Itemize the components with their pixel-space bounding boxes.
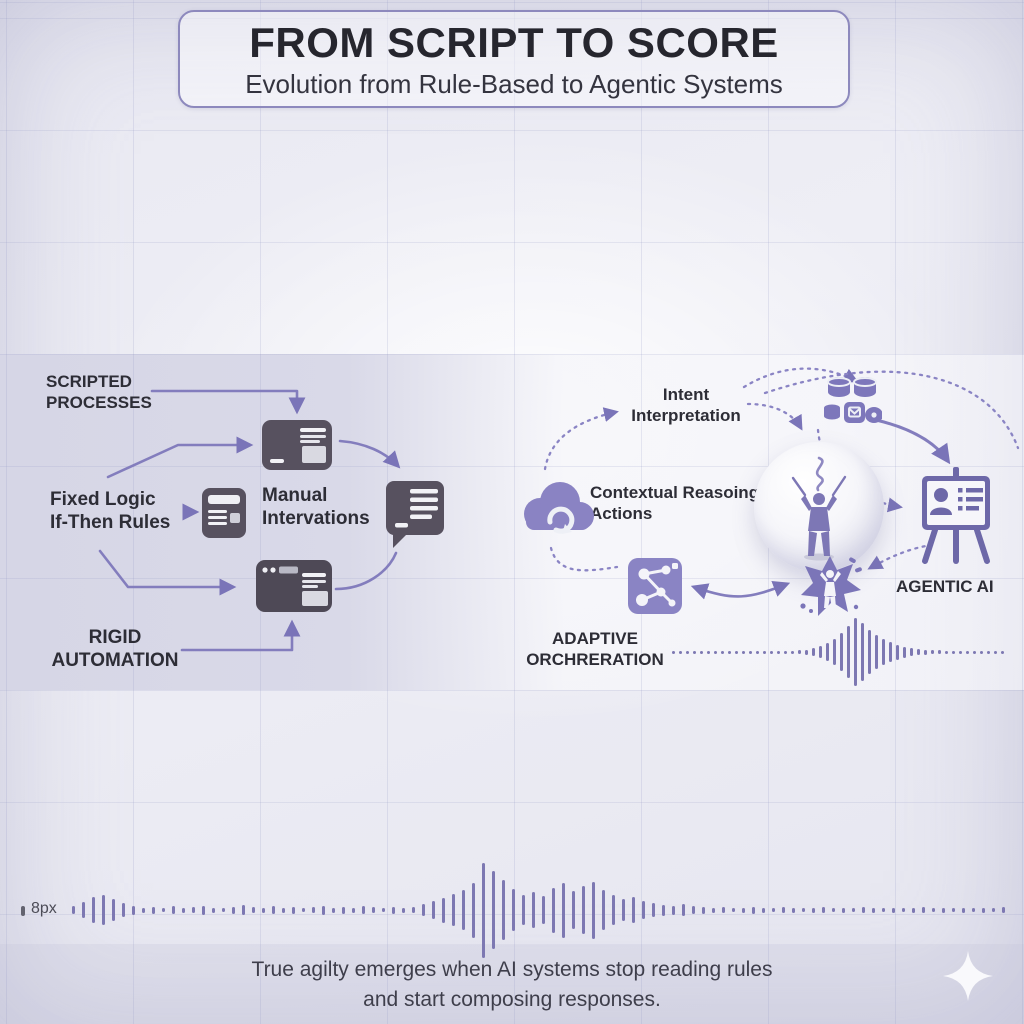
label-line: Manual: [262, 485, 328, 506]
label-line: RIGID: [88, 627, 142, 648]
sparkle-icon: [942, 950, 994, 1007]
label-line: Intervations: [262, 508, 370, 530]
page-subtitle: Evolution from Rule-Based to Agentic Sys…: [245, 68, 783, 99]
fixed-logic-label: Fixed Logic If-Then Rules: [50, 488, 170, 534]
cloud-sync-icon: [516, 472, 600, 549]
label-line: Fixed Logic: [50, 489, 156, 510]
scale-tick: [21, 906, 25, 916]
quote-line: True agilty emerges when AI systems stop…: [251, 958, 773, 981]
label-line: ORCHRERATION: [526, 649, 664, 669]
server-icon: [202, 488, 246, 543]
label-line: PROCESSES: [46, 392, 152, 412]
data-sources-icon: [820, 374, 883, 437]
bottom-waveform: [72, 860, 1005, 960]
intent-interpretation-label: Intent Interpretation: [600, 385, 772, 426]
label-line: If-Then Rules: [50, 512, 171, 534]
title-box: FROM SCRIPT TO SCORE Evolution from Rule…: [178, 10, 850, 108]
speech-bubble-icon: [384, 477, 446, 554]
manual-interventions-label: Manual Intervations: [262, 484, 370, 530]
label-line: SCRIPTED: [46, 372, 132, 391]
network-graph-icon: [628, 558, 682, 619]
scripted-processes-label: SCRIPTED PROCESSES: [46, 372, 152, 413]
quote-line: and start composing responses.: [363, 988, 661, 1012]
label-line: Intent: [662, 385, 710, 404]
browser-card-icon: [262, 420, 332, 475]
page-title: FROM SCRIPT TO SCORE: [249, 18, 779, 66]
contextual-reasoning-label: Contextual Reasoing Actions: [590, 483, 759, 524]
rigid-automation-label: RIGID AUTOMATION: [40, 626, 190, 672]
agentic-ai-label: AGENTIC AI: [896, 577, 994, 596]
label-line: AUTOMATION: [51, 650, 179, 672]
label-line: ADAPTIVE: [552, 629, 638, 648]
label-line: Actions: [590, 503, 653, 523]
bottom-band: [0, 944, 1024, 1024]
conductor-figure: [791, 456, 847, 561]
adaptive-orchestration-label: ADAPTIVE ORCHRERATION: [518, 629, 672, 670]
label-line: Interpretation: [631, 405, 741, 425]
conductor-sphere: [754, 442, 884, 572]
mid-waveform: [672, 602, 1004, 702]
quote-text: True agilty emerges when AI systems stop…: [0, 955, 1024, 1016]
browser-window-icon: [256, 560, 332, 617]
scale-label: 8px: [31, 900, 57, 917]
label-line: Contextual Reasoing: [590, 483, 760, 502]
presentation-easel-icon: [914, 466, 998, 571]
star-splash-conductor-icon: [797, 554, 863, 625]
